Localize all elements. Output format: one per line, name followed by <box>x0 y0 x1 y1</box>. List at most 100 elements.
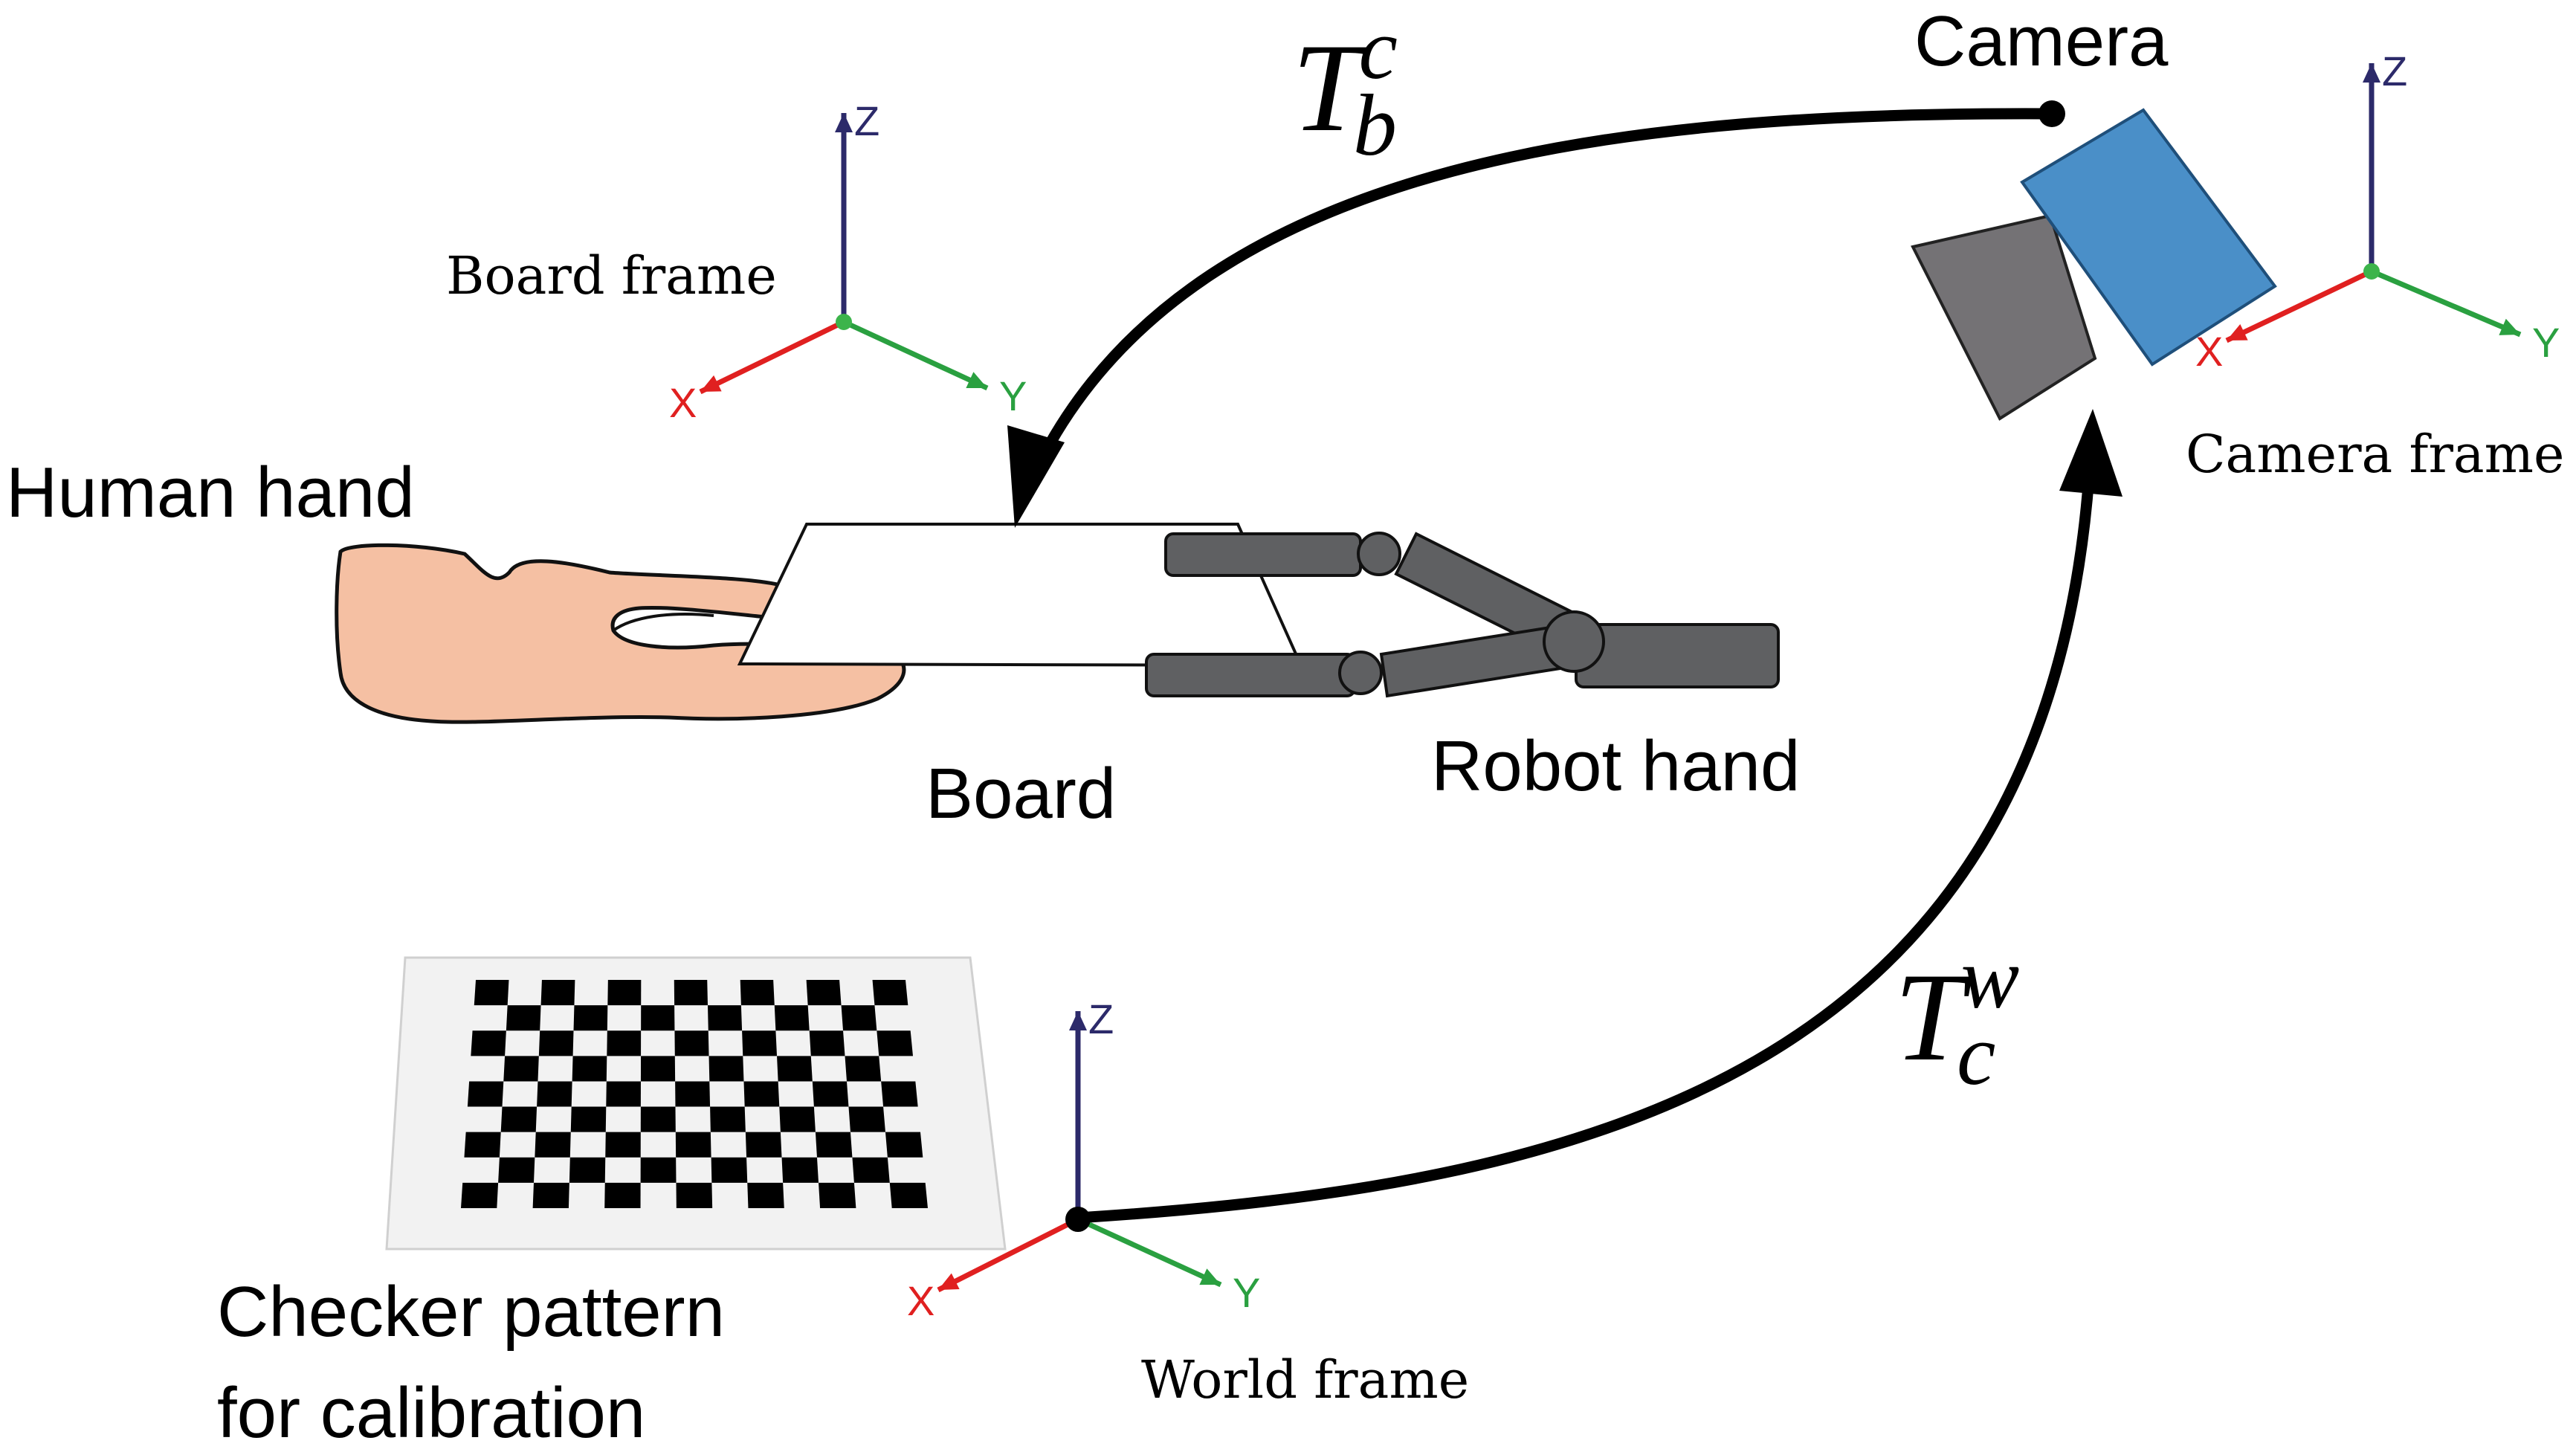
checker-square <box>743 1081 780 1107</box>
checker-square <box>474 980 509 1006</box>
camera-lens <box>1911 213 2097 421</box>
arrow-camera-to-board-head <box>1007 425 1065 528</box>
checker-square <box>532 1182 569 1208</box>
robot-palm-link <box>1575 623 1780 688</box>
axis-z-label: Z <box>854 97 879 144</box>
transform-superscript: w <box>1961 929 2020 1027</box>
label-board-frame: Board frame <box>446 245 777 306</box>
checker-square <box>606 1081 641 1107</box>
label-checker-line1: Checker pattern <box>217 1272 725 1352</box>
transform-base: T <box>1894 947 1972 1087</box>
checker-square <box>503 1056 539 1082</box>
axis-z-label: Z <box>1088 996 1114 1042</box>
checker-square <box>572 1056 607 1082</box>
camera-illustration <box>1911 108 2277 421</box>
axis-y-label: Y <box>1233 1269 1260 1316</box>
axis-x-line <box>2225 268 2373 343</box>
checker-square <box>740 980 775 1006</box>
checker-square <box>848 1106 885 1132</box>
axis-y-label: Y <box>2532 319 2560 366</box>
checker-square <box>640 1157 677 1183</box>
checker-square <box>708 1056 744 1082</box>
checker-square <box>641 1005 675 1031</box>
robot-joint-upper <box>1357 532 1401 576</box>
checker-square <box>676 1182 713 1208</box>
checker-square <box>806 980 842 1006</box>
checker-square <box>711 1157 748 1183</box>
checker-square <box>537 1081 572 1107</box>
checker-squares <box>461 980 928 1208</box>
checker-square <box>781 1157 819 1183</box>
camera-point-dot <box>2038 100 2065 127</box>
frame-origin-dot <box>836 314 852 330</box>
checker-square <box>538 1030 574 1056</box>
transform-arrows <box>1007 100 2123 1224</box>
checker-square <box>674 1030 709 1056</box>
checker-square <box>461 1182 499 1208</box>
checker-square <box>812 1081 849 1107</box>
board-frame-axes: Z X Y <box>669 97 1027 426</box>
frame-origin-dot <box>2363 263 2380 280</box>
camera-frame-axes: Z X Y <box>2195 48 2560 375</box>
axis-x-label: X <box>669 379 697 426</box>
checker-square <box>674 980 708 1006</box>
axis-y-label: Y <box>999 372 1027 419</box>
camera-body <box>2020 108 2277 367</box>
checker-square <box>570 1106 607 1132</box>
checker-square <box>471 1030 506 1056</box>
label-world-frame: World frame <box>1141 1349 1469 1410</box>
axis-x-label: X <box>907 1277 934 1324</box>
transform-superscript: c <box>1359 0 1398 97</box>
checker-pattern <box>385 956 1007 1251</box>
axis-z-arrowhead <box>1069 1011 1087 1030</box>
axis-x-arrowhead <box>2227 323 2248 341</box>
axis-z-label: Z <box>2382 48 2407 94</box>
checker-square <box>710 1106 746 1132</box>
axis-x-line <box>699 319 845 395</box>
label-robot-hand: Robot hand <box>1431 726 1800 806</box>
checker-square <box>881 1081 918 1107</box>
checker-square <box>605 1132 641 1158</box>
human-hand-illustration <box>335 543 906 724</box>
checker-square <box>708 1005 743 1031</box>
checker-square <box>604 1182 641 1208</box>
checker-square <box>809 1030 845 1056</box>
checker-square <box>640 1056 676 1082</box>
axis-z-arrowhead <box>835 113 853 132</box>
checker-square <box>841 1005 877 1031</box>
label-checker-line2: for calibration <box>217 1373 645 1452</box>
axis-y-arrowhead <box>966 372 987 389</box>
axis-x-arrowhead <box>938 1273 960 1290</box>
axis-z-arrowhead <box>2363 63 2380 83</box>
transform-subscript: c <box>1957 1006 1995 1103</box>
arrow-camera-to-board <box>1039 108 2053 456</box>
robot-finger-upper-link <box>1164 532 1362 577</box>
world-origin-dot <box>1065 1207 1091 1232</box>
transform-subscript: b <box>1353 77 1397 174</box>
checker-square <box>852 1157 890 1183</box>
checker-square <box>569 1157 606 1183</box>
checker-square <box>819 1182 856 1208</box>
label-board: Board <box>926 754 1116 833</box>
checker-square <box>745 1132 782 1158</box>
axis-y-arrowhead <box>2499 318 2520 335</box>
checker-square <box>506 1005 541 1031</box>
axis-x-label: X <box>2195 328 2223 375</box>
axis-x-line <box>937 1216 1079 1293</box>
checker-square <box>467 1081 504 1107</box>
transform-base: T <box>1292 18 1370 158</box>
checker-square <box>607 980 642 1006</box>
checker-square <box>845 1056 882 1082</box>
label-camera: Camera <box>1914 1 2169 81</box>
checker-square <box>742 1030 778 1056</box>
checker-square <box>777 1056 813 1082</box>
checker-square <box>815 1132 853 1158</box>
human-hand-shape <box>335 543 906 724</box>
arrow-world-to-camera <box>1077 475 2095 1224</box>
checker-square <box>464 1132 501 1158</box>
checker-square <box>500 1106 538 1132</box>
checker-square <box>675 1132 711 1158</box>
